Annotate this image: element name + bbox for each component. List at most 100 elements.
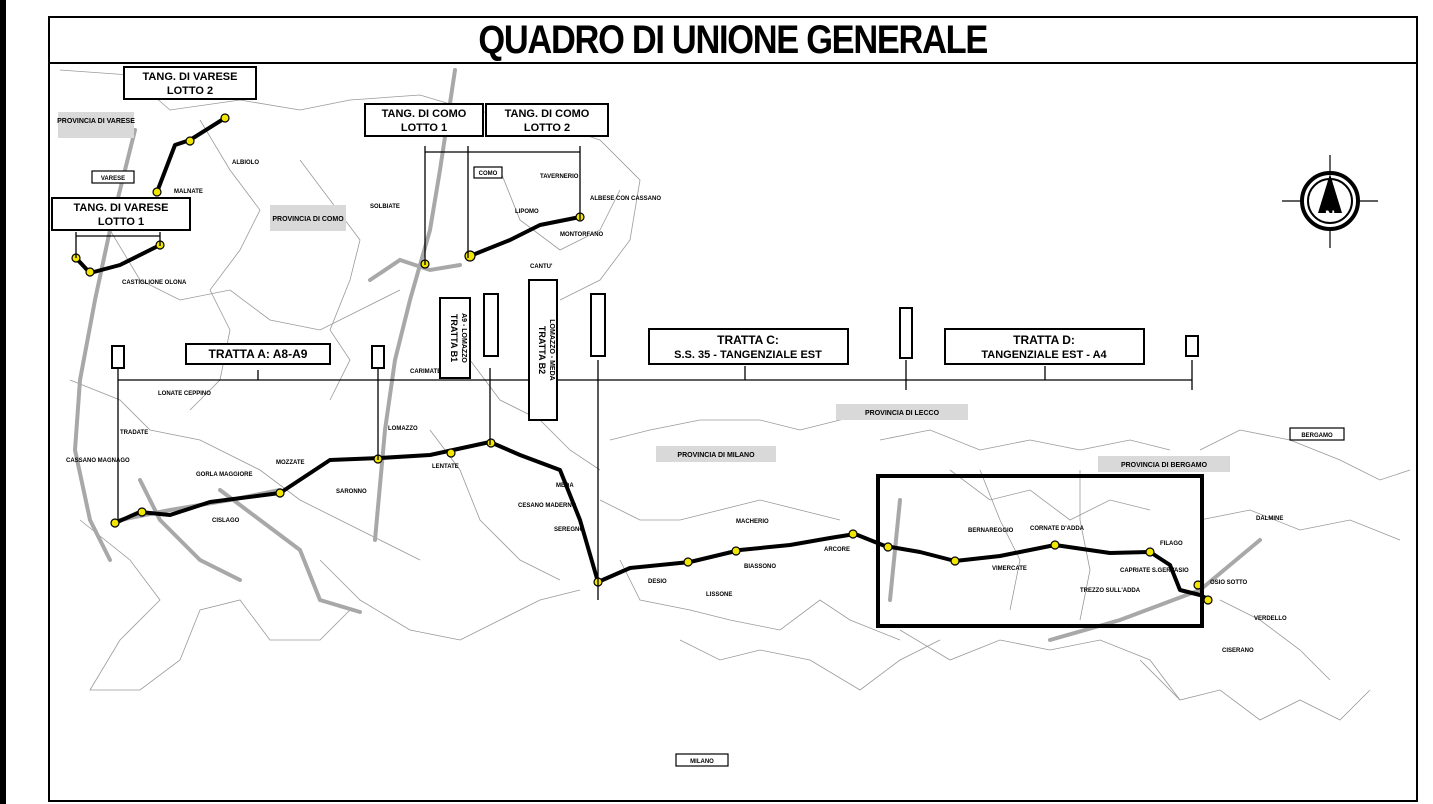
title-bar: QUADRO DI UNIONE GENERALE — [48, 16, 1418, 64]
town-label: LIPOMO — [515, 209, 539, 215]
north-arrow: N — [1282, 155, 1378, 248]
province-varese: PROVINCIA DI VARESE — [57, 118, 135, 125]
route-node — [220, 113, 230, 123]
city-como: COMO — [479, 171, 498, 177]
city-bergamo: BERGAMO — [1301, 433, 1333, 439]
town-label: MALNATE — [174, 189, 203, 195]
route-node — [1203, 595, 1213, 605]
town-label: DALMINE — [1256, 516, 1283, 522]
section-label: TRATTA C: — [717, 333, 779, 347]
city-labels: VARESE COMO MILANO BERGAMO — [91, 166, 1345, 767]
section-label: LOTTO 1 — [98, 216, 144, 228]
province-lecco: PROVINCIA DI LECCO — [865, 410, 940, 417]
town-label: MOZZATE — [276, 460, 305, 466]
route-node — [275, 488, 285, 498]
town-label: CISERANO — [1222, 648, 1254, 654]
route-node — [731, 546, 741, 556]
section-label: TANG. DI VARESE — [143, 71, 238, 83]
section-label: TANGENZIALE EST - A4 — [981, 349, 1107, 361]
town-label: FILAGO — [1160, 541, 1183, 547]
town-label: MACHERIO — [736, 519, 769, 525]
town-label: MONTORFANO — [560, 232, 604, 238]
province-milano: PROVINCIA DI MILANO — [677, 452, 755, 459]
town-label: CANTU' — [530, 264, 553, 270]
town-label: CISLAGO — [212, 518, 240, 524]
section-label: TANG. DI COMO — [382, 108, 467, 120]
route-node — [950, 556, 960, 566]
town-label: CORNATE D'ADDA — [1030, 526, 1085, 532]
section-tratta-c: TRATTA C: S.S. 35 - TANGENZIALE EST — [648, 328, 849, 365]
section-tratta-b1: TRATTA B1 A9 - LOMAZZO — [439, 297, 471, 379]
section-tratta-a: TRATTA A: A8-A9 — [185, 343, 331, 365]
section-tang-varese-2: TANG. DI VARESE LOTTO 2 — [123, 66, 257, 100]
town-label: OSIO SOTTO — [1210, 580, 1248, 586]
town-label: GORLA MAGGIORE — [196, 472, 252, 478]
province-labels: PROVINCIA DI VARESE PROVINCIA DI COMO PR… — [57, 112, 1230, 472]
route-node — [464, 250, 476, 262]
section-label: A9 - LOMAZZO — [460, 313, 467, 363]
town-label: ARCORE — [824, 547, 850, 553]
route-node — [683, 557, 693, 567]
route-node — [1050, 540, 1060, 550]
town-label: TRADATE — [120, 430, 148, 436]
route-node — [446, 448, 456, 458]
town-label: CARIMATE — [410, 369, 441, 375]
town-label: SOLBIATE — [370, 204, 400, 210]
town-label: VIMERCATE — [992, 566, 1027, 572]
route-node — [85, 267, 95, 277]
section-label: LOTTO 1 — [401, 122, 447, 134]
route-node — [848, 529, 858, 539]
route-node — [110, 518, 120, 528]
route-node — [185, 136, 195, 146]
town-label: TREZZO SULL'ADDA — [1080, 588, 1141, 594]
town-label: CASTIGLIONE OLONA — [122, 280, 187, 286]
sheet-edge-bar — [0, 0, 6, 804]
section-tang-como-2: TANG. DI COMO LOTTO 2 — [485, 103, 609, 137]
town-label: TAVERNERIO — [540, 174, 579, 180]
town-label: DESIO — [648, 579, 667, 585]
drawing-frame — [48, 16, 1418, 802]
town-label: ALBESE CON CASSANO — [590, 196, 661, 202]
section-label: TRATTA B2 — [537, 326, 547, 374]
north-arrow-letter: N — [1325, 207, 1335, 223]
section-label: TRATTA A: A8-A9 — [209, 347, 308, 361]
route-node — [486, 438, 496, 448]
page-title: QUADRO DI UNIONE GENERALE — [478, 18, 989, 62]
route-node — [152, 187, 162, 197]
dimension-lines — [75, 146, 1193, 600]
town-label: VERDELLO — [1254, 616, 1287, 622]
section-label: TRATTA D: — [1013, 333, 1075, 347]
province-como: PROVINCIA DI COMO — [272, 216, 344, 223]
town-label: ALBIOLO — [232, 160, 259, 166]
section-markers — [111, 293, 1199, 369]
town-label: LONATE CEPPINO — [158, 391, 211, 397]
section-label: LOTTO 2 — [524, 122, 570, 134]
section-label: LOTTO 2 — [167, 85, 213, 97]
route-nodes — [71, 113, 1213, 605]
city-varese: VARESE — [101, 176, 125, 182]
municipal-boundaries — [59, 69, 1411, 721]
section-label: S.S. 35 - TANGENZIALE EST — [674, 349, 822, 361]
section-tratta-b2: TRATTA B2 LOMAZZO - MEDA — [528, 279, 558, 421]
section-tang-como-1: TANG. DI COMO LOTTO 1 — [364, 103, 484, 137]
town-label: SARONNO — [336, 489, 367, 495]
city-milano: MILANO — [690, 759, 714, 765]
province-bergamo: PROVINCIA DI BERGAMO — [1121, 462, 1208, 469]
route-node — [883, 542, 893, 552]
section-label: TANG. DI COMO — [505, 108, 590, 120]
section-label: LOMAZZO - MEDA — [548, 319, 555, 380]
town-label: BERNAREGGIO — [968, 528, 1014, 534]
section-tang-varese-1: TANG. DI VARESE LOTTO 1 — [51, 197, 191, 231]
town-label: SEREGNO — [554, 527, 584, 533]
town-labels: MALNATE ALBIOLO SOLBIATE LIPOMO TAVERNER… — [66, 160, 1287, 654]
section-label: TRATTA B1 — [449, 314, 459, 362]
town-label: CAPRIATE S.GERVASIO — [1120, 568, 1189, 574]
town-label: MEDA — [556, 483, 574, 489]
section-label: TANG. DI VARESE — [74, 202, 169, 214]
town-label: LOMAZZO — [388, 426, 418, 432]
town-label: LENTATE — [432, 464, 459, 470]
town-label: LISSONE — [706, 592, 732, 598]
route-node — [1145, 547, 1155, 557]
